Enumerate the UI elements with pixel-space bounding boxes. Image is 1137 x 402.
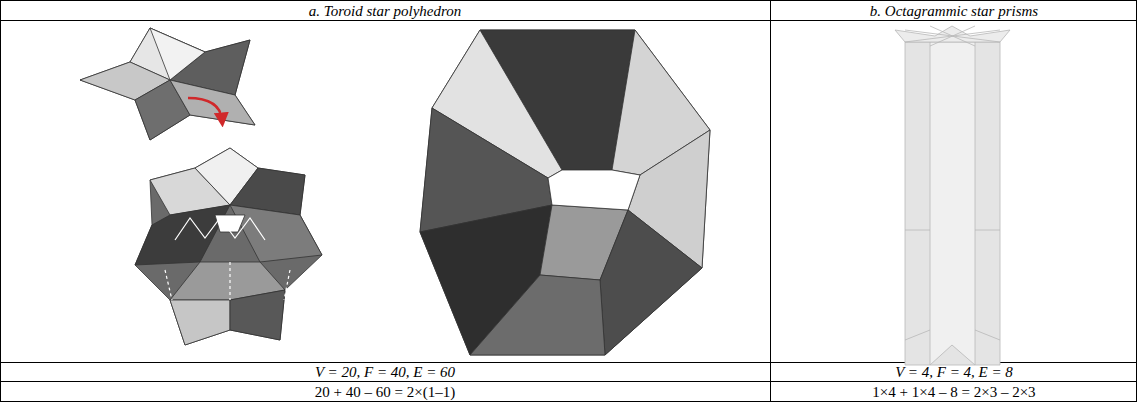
cell-text: V = 4, F = 4, E = 8 — [895, 363, 1013, 381]
column-header: b. Octagrammic star prisms — [771, 1, 1137, 20]
cell-text: 20 + 40 – 60 = 2×(1–1) — [315, 383, 455, 401]
star-prism — [895, 26, 1010, 365]
rotation-arrow — [188, 98, 222, 120]
cell-text: a. Toroid star polyhedron — [309, 2, 462, 20]
opened-star-polyhedron — [135, 148, 322, 345]
cell-text: b. Octagrammic star prisms — [870, 2, 1038, 20]
table-cell: V = 20, F = 40, E = 60 — [0, 363, 770, 381]
table-cell: V = 4, F = 4, E = 8 — [771, 363, 1137, 381]
toroid-polyhedron — [420, 30, 710, 355]
table-cell: 1×4 + 1×4 – 8 = 2×3 – 2×3 — [771, 382, 1137, 401]
fold-lines — [165, 218, 290, 300]
star-polyhedron — [80, 28, 255, 140]
cell-text: V = 20, F = 40, E = 60 — [315, 363, 455, 381]
table-cell: 20 + 40 – 60 = 2×(1–1) — [0, 382, 770, 401]
cell-text: 1×4 + 1×4 – 8 = 2×3 – 2×3 — [872, 383, 1035, 401]
column-header: a. Toroid star polyhedron — [0, 1, 770, 20]
